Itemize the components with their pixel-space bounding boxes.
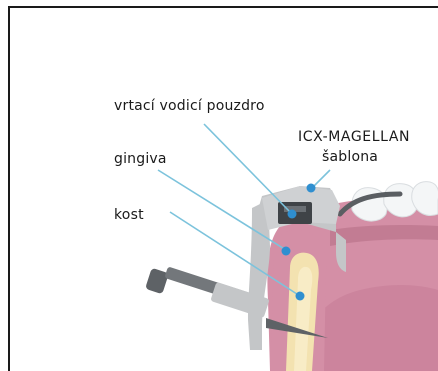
marker-gingiva bbox=[282, 247, 291, 256]
label-gingiva: gingiva bbox=[114, 151, 167, 167]
marker-bone bbox=[296, 292, 305, 301]
label-template: šablona bbox=[322, 149, 378, 165]
marker-drill bbox=[288, 210, 297, 219]
marker-template bbox=[307, 184, 316, 193]
leader-line-drill bbox=[204, 124, 292, 214]
label-drill-sleeve: vrtací vodicí pouzdro bbox=[114, 98, 265, 114]
teeth-row bbox=[352, 182, 438, 221]
instrument-knob bbox=[145, 268, 169, 294]
leader-line-template bbox=[312, 170, 330, 188]
label-brand: ICX-MAGELLAN bbox=[298, 129, 410, 145]
label-bone: kost bbox=[114, 207, 144, 223]
